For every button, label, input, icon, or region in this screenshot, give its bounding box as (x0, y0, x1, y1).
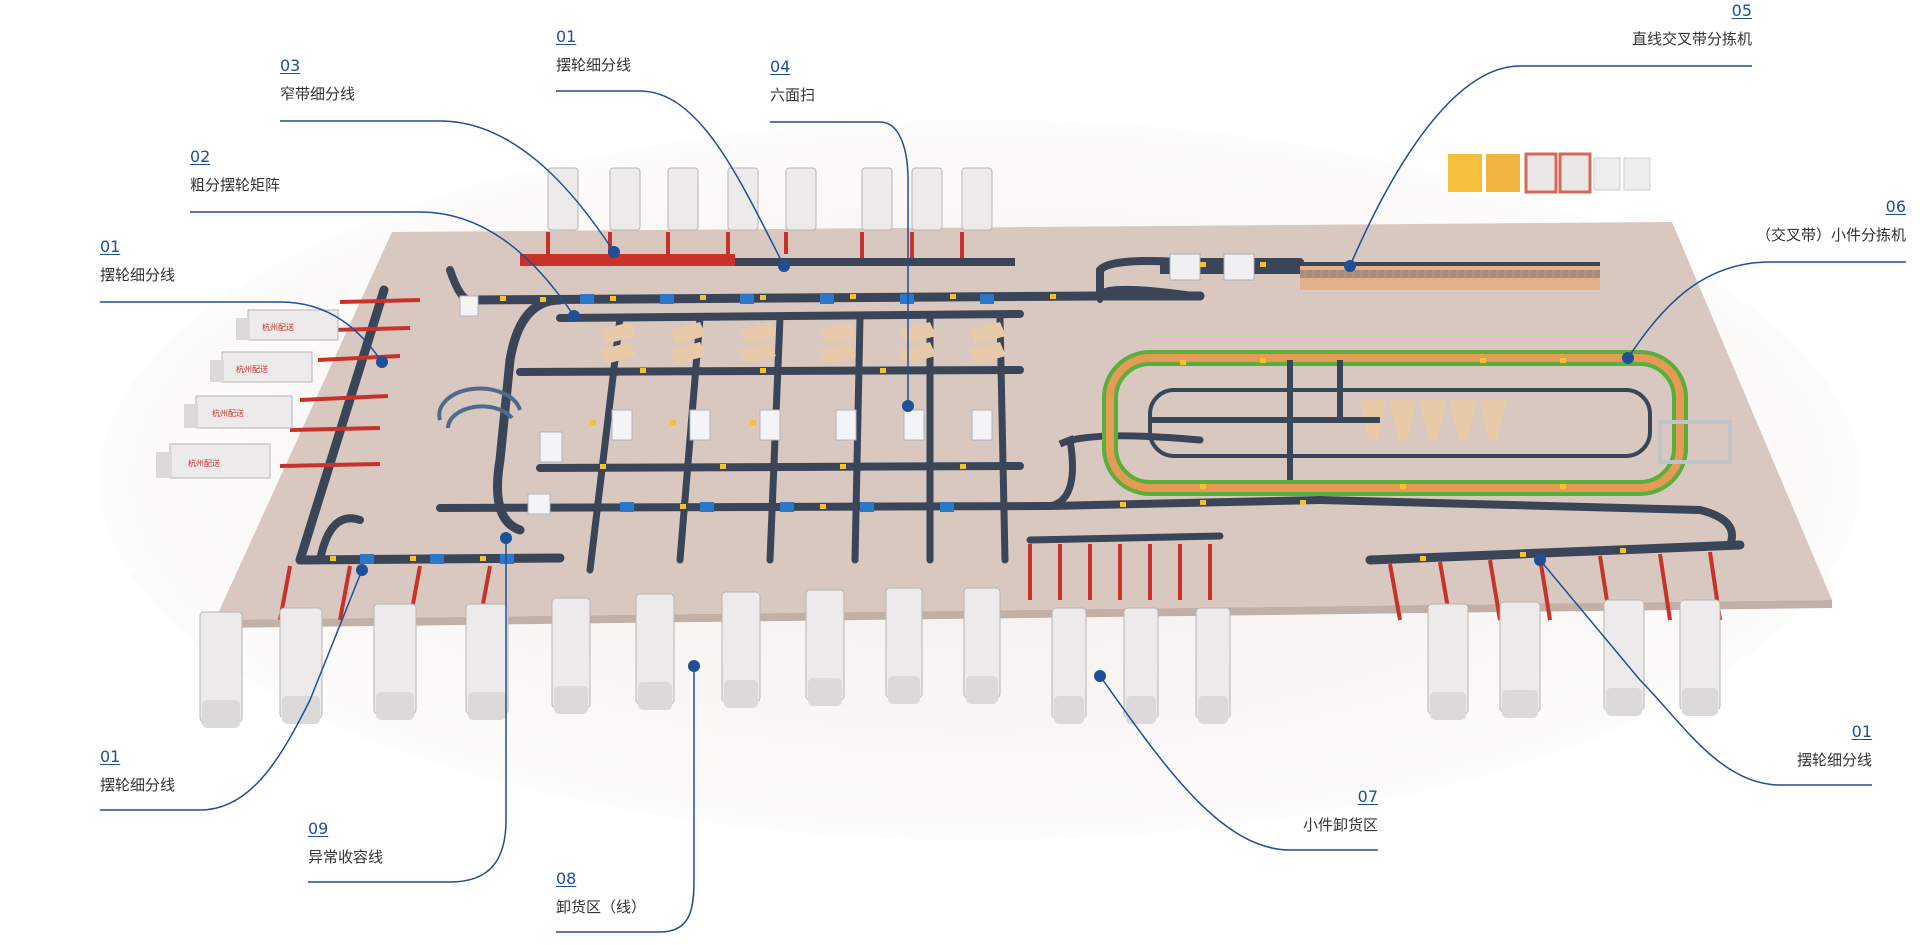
small-parcel-unloading-chutes (1028, 544, 1212, 600)
leader-lines (100, 65, 1906, 933)
linear-crossbelt-sorter (1160, 253, 1600, 290)
callout-number: 02 (190, 147, 211, 166)
top-trucks (547, 167, 993, 231)
truck-brand: 杭州配送 (236, 364, 268, 374)
leader-c01a (100, 301, 383, 363)
callout-c01c: 01 摆轮细分线 (100, 747, 176, 795)
leader-c06 (1627, 261, 1906, 359)
leader-c03 (280, 120, 615, 253)
callout-number: 07 (1357, 787, 1378, 806)
callout-number: 04 (770, 57, 791, 76)
callout-number: 06 (1885, 197, 1906, 216)
callout-label: 直线交叉带分拣机 (1631, 30, 1752, 48)
callout-c08: 08 卸货区（线） (556, 869, 647, 917)
truck-brand: 杭州配送 (212, 408, 244, 418)
callout-c04: 04 六面扫 (770, 57, 816, 105)
loop-crossbars (1150, 360, 1380, 480)
callout-number: 01 (100, 747, 121, 766)
leader-c02 (190, 211, 575, 317)
left-chutes (278, 298, 492, 621)
bottom-trucks (199, 587, 1721, 723)
loop-chutes (1360, 400, 1506, 440)
callout-c02: 02 粗分摆轮矩阵 (190, 147, 281, 195)
top-red-belt (520, 232, 1015, 266)
exception-spiral (437, 386, 522, 429)
callout-label: 窄带细分线 (280, 85, 356, 103)
callout-number: 08 (556, 869, 577, 888)
six-side-scanners (459, 295, 993, 515)
callout-c09: 09 异常收容线 (308, 819, 384, 867)
leader-c07 (1099, 675, 1378, 851)
callout-number: 01 (1851, 722, 1872, 741)
left-trucks: 杭州配送 杭州配送 杭州配送 杭州配送 (156, 309, 339, 479)
callout-label: 摆轮细分线 (556, 56, 632, 74)
leader-c04 (770, 121, 909, 406)
rough-sort-matrix (600, 322, 1006, 364)
callout-c05: 05 直线交叉带分拣机 (1631, 1, 1752, 49)
callout-label: 异常收容线 (308, 848, 384, 866)
callout-number: 01 (556, 27, 577, 46)
blue-accents (360, 294, 994, 564)
leader-dots (356, 246, 1634, 682)
callout-label: 粗分摆轮矩阵 (190, 176, 281, 194)
callout-number: 03 (280, 56, 301, 75)
leader-c01d (1539, 559, 1872, 786)
callout-label: 摆轮细分线 (100, 266, 176, 284)
callout-c01d: 01 摆轮细分线 (1796, 722, 1872, 770)
callout-label: 小件卸货区 (1302, 816, 1378, 834)
callout-c01b: 01 摆轮细分线 (556, 27, 632, 75)
leader-c01c (100, 569, 363, 811)
callout-label: 摆轮细分线 (100, 776, 176, 794)
bottom-truck-cabs (202, 676, 1718, 728)
callout-c03: 03 窄带细分线 (280, 56, 356, 104)
callout-number: 09 (308, 819, 329, 838)
callout-number: 01 (100, 237, 121, 256)
callout-c07: 07 小件卸货区 (1302, 787, 1378, 835)
leader-c01b (556, 90, 785, 267)
truck-brand: 杭州配送 (188, 458, 220, 468)
top-right-containers (1448, 152, 1651, 194)
leader-c05 (1349, 65, 1752, 267)
callout-c06: 06 （交叉带）小件分拣机 (1755, 197, 1906, 245)
callout-label: 卸货区（线） (556, 898, 647, 916)
leader-c09 (308, 538, 507, 883)
gantry-right (1658, 420, 1732, 464)
parcels (330, 262, 1626, 561)
callout-c01a: 01 摆轮细分线 (100, 237, 176, 285)
leader-c08 (556, 666, 695, 933)
truck-brand: 杭州配送 (262, 322, 294, 332)
callout-label: 摆轮细分线 (1796, 751, 1872, 769)
callout-number: 05 (1731, 1, 1752, 20)
callout-label: （交叉带）小件分拣机 (1755, 226, 1906, 244)
callout-label: 六面扫 (770, 86, 816, 104)
